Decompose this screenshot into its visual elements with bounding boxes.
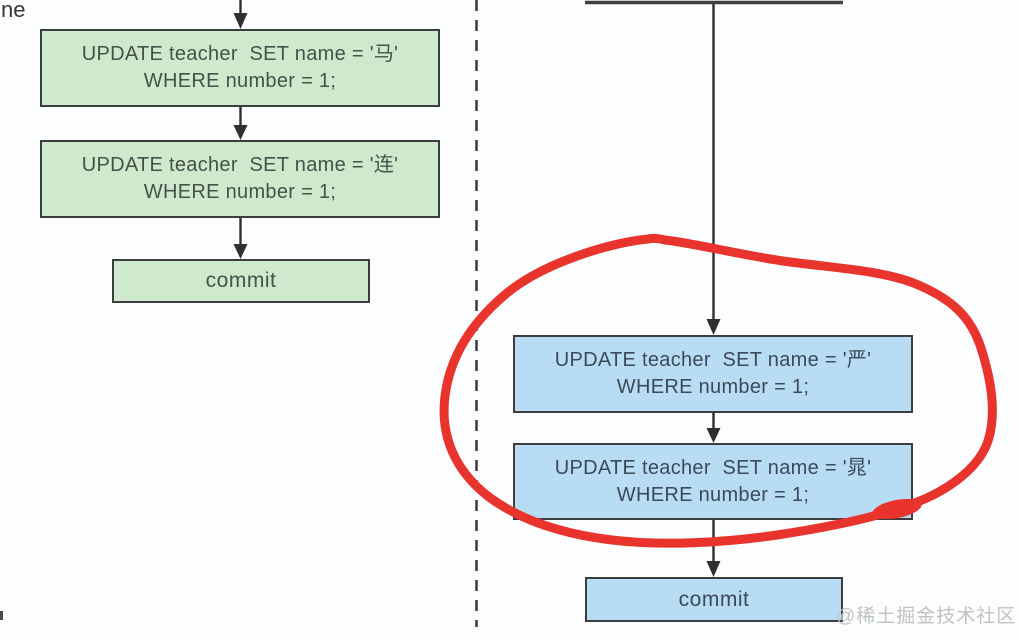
left-arrow-1-head-icon [233,13,248,29]
left-arrow-2-head-icon [233,125,248,140]
sql-line: WHERE number = 1; [616,376,810,398]
sql-line: WHERE number = 1; [616,483,810,506]
right-arrow-3-head-icon [706,561,721,577]
sql-line: UPDATE teacher SET name = '连' [81,154,399,176]
commit-label: commit [205,269,277,292]
left-edge-artifact [0,611,3,620]
sql-line: UPDATE teacher SET name = '严' [554,349,872,371]
left-arrow-3-head-icon [233,244,248,259]
sql-line: WHERE number = 1; [143,70,337,92]
right-update-box-1: UPDATE teacher SET name = '严' WHERE numb… [513,335,913,413]
right-commit-box: commit [585,577,843,622]
left-update-box-1: UPDATE teacher SET name = '马' WHERE numb… [40,29,440,107]
left-commit-box: commit [112,259,370,303]
commit-label: commit [678,587,750,611]
right-arrow-1-head-icon [706,319,721,335]
watermark-text: @稀土掘金技术社区 [836,606,1017,627]
sql-line: WHERE number = 1; [143,181,337,203]
sql-line: UPDATE teacher SET name = '晁' [554,456,872,479]
left-update-box-2: UPDATE teacher SET name = '连' WHERE numb… [40,140,440,218]
partial-word-label: ne [1,0,26,22]
sql-line: UPDATE teacher SET name = '马' [81,43,399,65]
right-update-box-2: UPDATE teacher SET name = '晁' WHERE numb… [513,443,913,520]
right-arrow-2-head-icon [706,428,721,443]
